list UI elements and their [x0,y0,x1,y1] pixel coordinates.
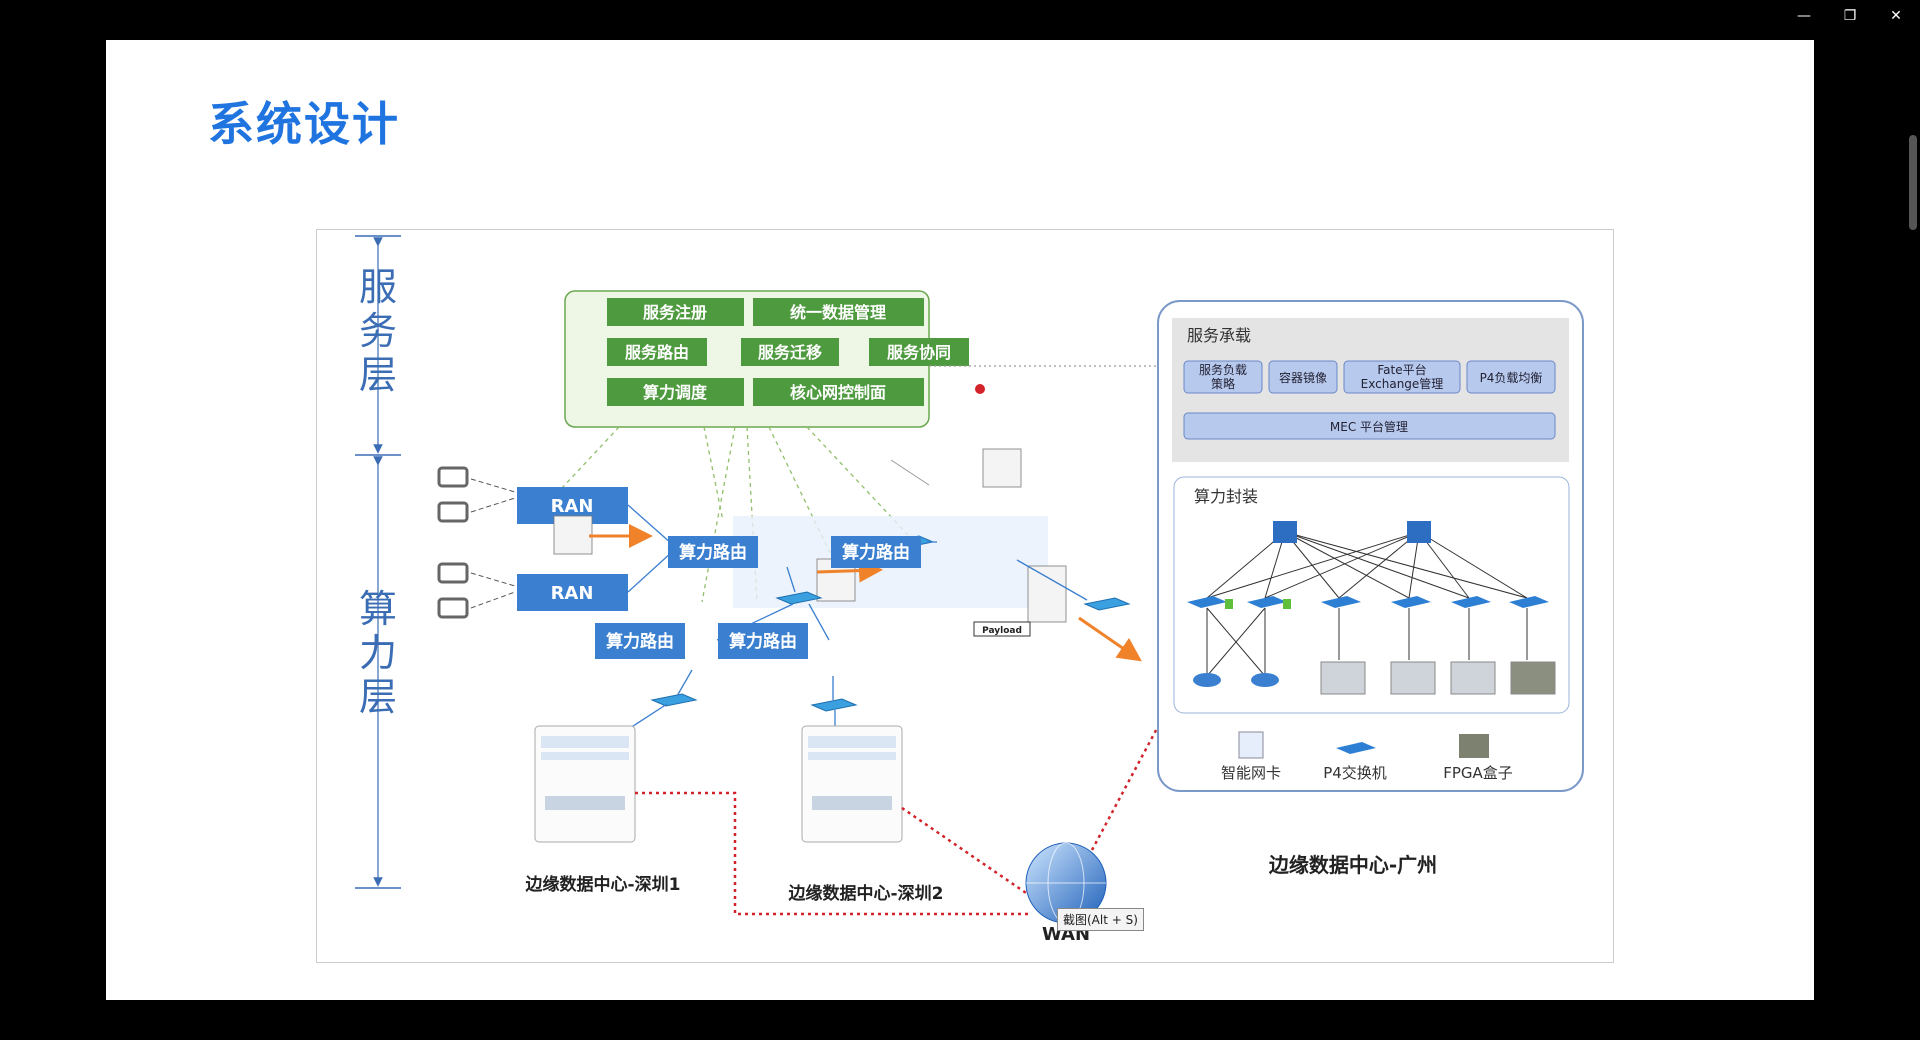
service-host-items [1183,360,1556,440]
router-label-2: 算力路由 [841,542,910,563]
p4-badges [1225,599,1291,609]
minimize-icon: — [1797,8,1811,24]
tor-switches [1187,596,1549,608]
p4-switch-icon [1336,742,1376,754]
host-item-1: 服务负载 [1199,362,1247,377]
compute-layer-label-1: 算 [359,587,397,631]
dc-shenzhen2-label: 边缘数据中心-深圳2 [788,883,944,904]
router-label-1: 算力路由 [678,542,747,563]
svc-register: 服务注册 [643,303,707,322]
restore-icon: ❐ [1843,8,1857,24]
window-titlebar: — ❐ ✕ [0,0,1920,40]
device-links [470,478,516,609]
server-racks [1320,661,1556,695]
service-layer-label-3: 层 [359,353,397,397]
svc-control-plane: 核心网控制面 [790,383,886,402]
router-box-2 [831,536,921,568]
minimize-button[interactable]: — [1781,0,1827,32]
smart-nic-icon [1238,731,1264,759]
mec-label: MEC 平台管理 [1330,419,1408,434]
legend-smart-nic: 智能网卡 [1221,764,1281,782]
scrollbar[interactable] [1909,135,1917,230]
ran-box-2 [517,574,628,611]
wan-links [635,675,1187,916]
fpga-box-icon [1459,734,1489,758]
ran-label-2: RAN [551,583,594,604]
legend-fpga: FPGA盒子 [1443,764,1513,782]
host-item-1b: 策略 [1211,376,1235,391]
router-box-4 [718,623,808,659]
dc-shenzhen1-label: 边缘数据中心-深圳1 [525,874,681,895]
nic-routers [1193,673,1279,687]
close-icon: ✕ [1890,8,1902,24]
payload-tag [973,621,1031,637]
router-box-1 [668,536,758,568]
instruction-arrow [890,459,930,486]
restore-button[interactable]: ❐ [1827,0,1873,32]
host-item-4: P4负载均衡 [1480,371,1543,385]
page-title: 系统设计 [208,97,400,151]
architecture-diagram: 服 务 层 算 力 层 服务注册 统一数据管理 服务路由 服务迁移 服务协同 算… [316,229,1614,963]
svc-routing: 服务路由 [625,343,689,362]
packet-headers [553,448,1067,623]
screenshot-tooltip: 截图(Alt + S) [1057,908,1144,931]
compute-layer-label-2: 力 [359,631,397,675]
router-label-4: 算力路由 [728,631,797,652]
router-label-3: 算力路由 [605,631,674,652]
svc-data-mgmt: 统一数据管理 [790,303,886,322]
payload-label: Payload [982,626,1022,636]
svc-collab: 服务协同 [887,343,951,362]
data-flow-arrows [589,524,1142,662]
service-layer-label-1: 服 [359,265,397,309]
host-item-3: Fate平台 [1377,362,1426,377]
service-layer-label-2: 务 [359,309,397,353]
thumbnail-details [541,736,896,810]
zoom-cursor-icon [975,384,985,394]
encap-title: 算力封装 [1194,487,1258,506]
close-button[interactable]: ✕ [1873,0,1919,32]
encap-panel [1173,476,1570,714]
layer-axis [355,235,401,889]
ran-label-1: RAN [551,496,594,517]
compute-layer-label-3: 层 [359,675,397,719]
host-item-3b: Exchange管理 [1361,376,1444,391]
core-switches [1273,521,1431,543]
service-buttons [607,298,969,406]
svc-migrate: 服务迁移 [758,343,822,362]
end-devices [437,466,469,619]
diagram-canvas: 服 务 层 算 力 层 服务注册 统一数据管理 服务路由 服务迁移 服务协同 算… [355,235,1584,945]
router-box-3 [595,623,685,659]
service-host-title: 服务承载 [1187,326,1251,345]
svc-schedule: 算力调度 [643,383,708,402]
legend-p4-switch: P4交换机 [1323,764,1387,782]
host-item-2: 容器镜像 [1279,370,1327,385]
dc-guangzhou-label: 边缘数据中心-广州 [1268,853,1437,877]
